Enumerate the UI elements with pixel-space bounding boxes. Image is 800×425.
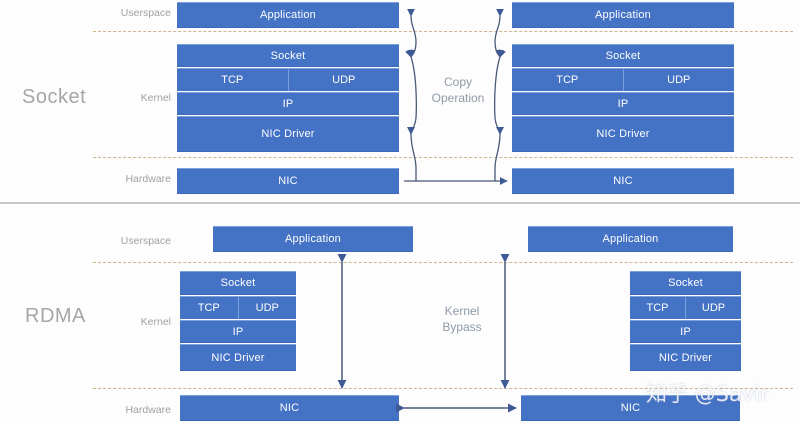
rdma-left-transport-row: TCP UDP xyxy=(180,296,296,319)
divider-userspace-kernel-socket xyxy=(93,31,793,32)
socket-right-ip[interactable]: IP xyxy=(512,92,734,115)
rdma-left-udp[interactable]: UDP xyxy=(255,302,279,314)
socket-left-ip[interactable]: IP xyxy=(177,92,399,115)
tier-label-hardware-socket: Hardware xyxy=(125,173,171,185)
socket-left-transport-row: TCP UDP xyxy=(177,68,399,91)
tier-label-kernel-socket: Kernel xyxy=(140,92,171,104)
socket-left-application[interactable]: Application xyxy=(177,2,399,28)
divider-kernel-hardware-socket xyxy=(93,157,793,158)
socket-left-udp[interactable]: UDP xyxy=(332,74,356,86)
socket-right-udp[interactable]: UDP xyxy=(667,74,691,86)
socket-left-nic-driver[interactable]: NIC Driver xyxy=(177,116,399,152)
copy-operation-note: Copy Operation xyxy=(431,75,485,105)
socket-right-transport-row: TCP UDP xyxy=(512,68,734,91)
rdma-left-tcp[interactable]: TCP xyxy=(180,297,239,319)
socket-right-nic[interactable]: NIC xyxy=(512,168,734,194)
tier-label-kernel-rdma: Kernel xyxy=(140,316,171,328)
socket-left-socket[interactable]: Socket xyxy=(177,44,399,67)
divider-kernel-hardware-rdma xyxy=(93,388,793,389)
rdma-left-socket[interactable]: Socket xyxy=(180,271,296,295)
rdma-right-nic-driver[interactable]: NIC Driver xyxy=(630,344,741,371)
socket-right-application[interactable]: Application xyxy=(512,2,734,28)
divider-userspace-kernel-rdma xyxy=(93,262,793,263)
rdma-right-transport-row: TCP UDP xyxy=(630,296,741,319)
tier-label-hardware-rdma: Hardware xyxy=(125,404,171,416)
rdma-left-nic-driver[interactable]: NIC Driver xyxy=(180,344,296,371)
watermark: 知乎 @Savir xyxy=(646,382,769,406)
rdma-left-nic[interactable]: NIC xyxy=(180,395,399,421)
socket-left-nic[interactable]: NIC xyxy=(177,168,399,194)
rdma-right-ip[interactable]: IP xyxy=(630,320,741,343)
tier-label-userspace-rdma: Userspace xyxy=(120,235,171,247)
socket-right-nic-driver[interactable]: NIC Driver xyxy=(512,116,734,152)
rdma-left-ip[interactable]: IP xyxy=(180,320,296,343)
socket-right-socket[interactable]: Socket xyxy=(512,44,734,67)
rdma-left-application[interactable]: Application xyxy=(213,226,413,252)
rdma-right-application[interactable]: Application xyxy=(528,226,733,252)
rdma-right-udp[interactable]: UDP xyxy=(701,302,726,314)
rdma-right-nic[interactable]: NIC xyxy=(521,395,740,421)
socket-left-tcp[interactable]: TCP xyxy=(177,69,289,91)
tier-label-userspace-socket: Userspace xyxy=(120,7,171,19)
section-separator xyxy=(0,202,800,204)
section-label-rdma: RDMA xyxy=(25,305,86,327)
rdma-right-tcp[interactable]: TCP xyxy=(630,297,686,319)
kernel-bypass-note: Kernel Bypass xyxy=(442,304,482,334)
rdma-right-socket[interactable]: Socket xyxy=(630,271,741,295)
socket-right-tcp[interactable]: TCP xyxy=(512,69,624,91)
section-label-socket: Socket xyxy=(22,86,87,108)
